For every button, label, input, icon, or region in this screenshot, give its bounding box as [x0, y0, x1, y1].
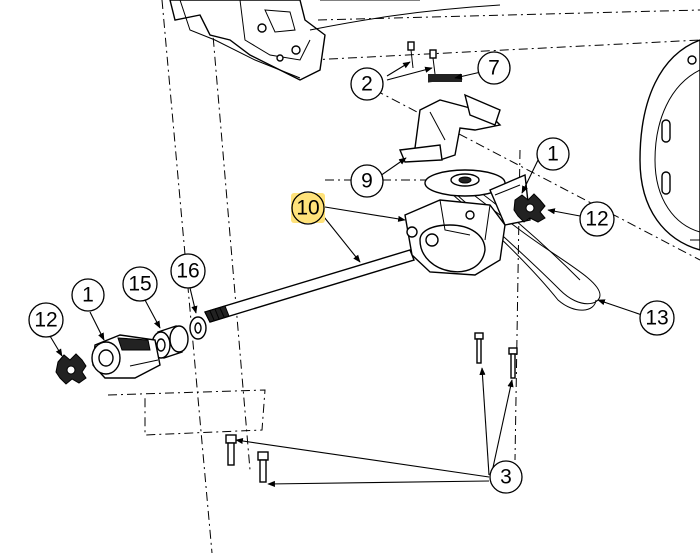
callout-1-right: 1 — [536, 137, 570, 171]
svg-text:7: 7 — [488, 57, 500, 80]
callouts: 2 7 1 9 10 12 16 15 — [28, 51, 675, 494]
svg-text:3: 3 — [500, 466, 512, 489]
svg-text:16: 16 — [176, 260, 199, 283]
callout-15: 15 — [122, 266, 158, 302]
svg-text:1: 1 — [82, 284, 94, 307]
svg-text:10: 10 — [296, 197, 319, 220]
callout-12-right: 12 — [579, 201, 615, 237]
pulley — [424, 169, 506, 197]
svg-text:9: 9 — [361, 170, 373, 193]
svg-text:1: 1 — [547, 143, 559, 166]
bracket-part-9 — [398, 93, 502, 163]
callout-2: 2 — [350, 67, 384, 101]
callout-13: 13 — [639, 300, 675, 336]
callout-10: 10 — [291, 191, 325, 225]
callout-1-left: 1 — [71, 278, 105, 312]
washer-part-16 — [189, 316, 207, 340]
axle-shaft — [204, 249, 415, 323]
gear-part-12-right — [513, 193, 546, 223]
leader-lines — [49, 61, 643, 487]
svg-text:15: 15 — [128, 273, 151, 296]
svg-text:12: 12 — [585, 208, 608, 231]
callout-16: 16 — [170, 253, 206, 289]
callout-12-left: 12 — [28, 302, 64, 338]
bolts-part-3 — [225, 332, 518, 483]
callout-7: 7 — [477, 51, 511, 85]
chassis-frame — [169, 0, 501, 81]
svg-text:13: 13 — [645, 307, 668, 330]
svg-text:12: 12 — [34, 309, 57, 332]
gear-part-12-left — [55, 353, 87, 385]
callout-9: 9 — [350, 164, 384, 198]
bearing-part-1-left — [91, 334, 161, 379]
svg-text:2: 2 — [361, 73, 373, 96]
right-housing — [639, 39, 700, 251]
callout-3: 3 — [489, 460, 523, 494]
bolts-part-2 — [407, 41, 437, 75]
